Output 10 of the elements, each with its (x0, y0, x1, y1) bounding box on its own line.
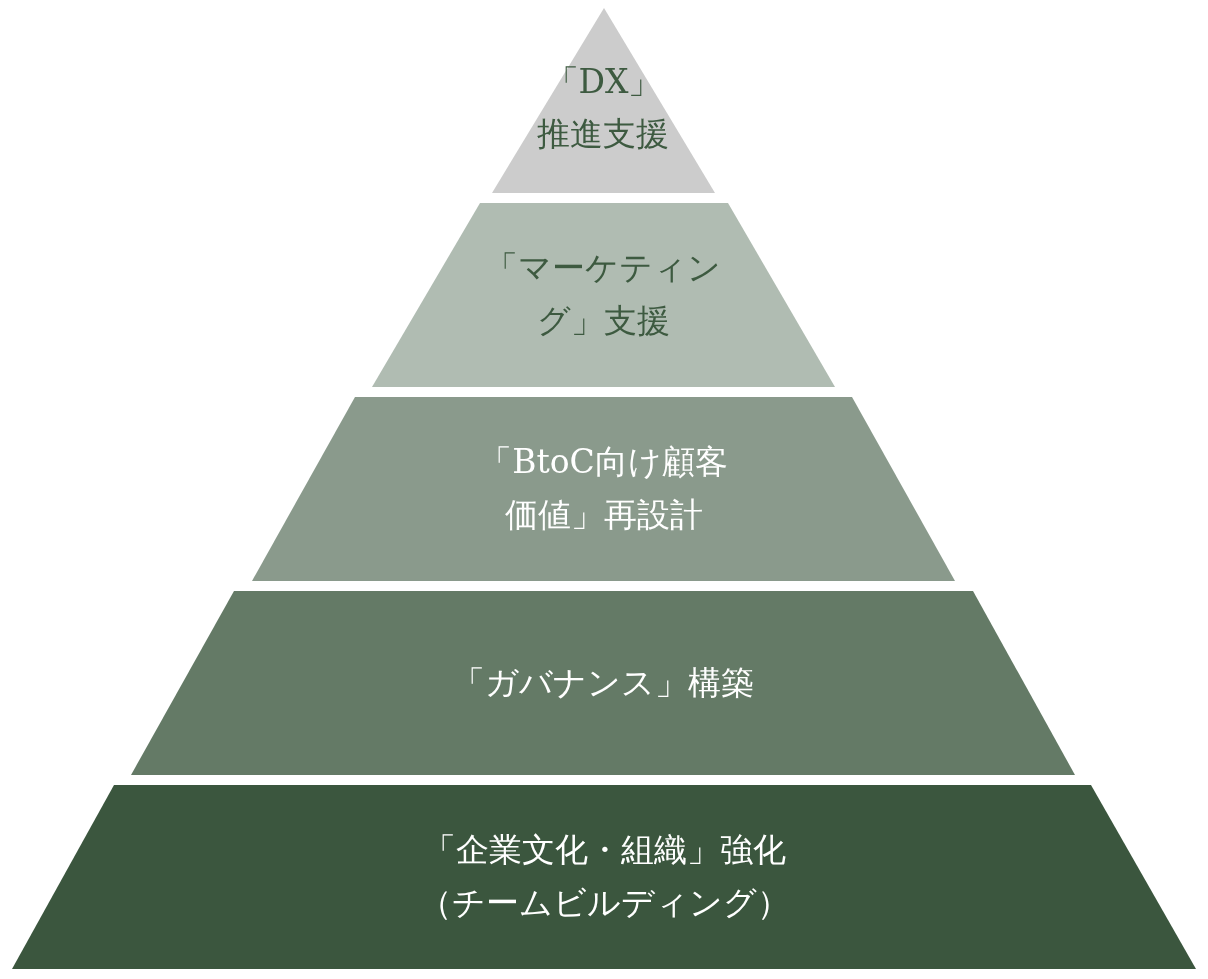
tier-label: 「マーケティング」支援 (484, 247, 723, 342)
tier-label: 「企業文化・組織」強化（チームビルディング） (417, 829, 791, 924)
pyramid-tier (252, 397, 955, 581)
pyramid-tier (131, 591, 1075, 775)
pyramid-tier (372, 203, 835, 387)
tier-label: 「ガバナンス」構築 (451, 661, 755, 704)
pyramid-tier (12, 785, 1196, 969)
pyramid-top (492, 8, 715, 193)
tier-label: 「BtoC向け顧客価値」再設計 (478, 441, 729, 536)
tier-label: 「DX」推進支援 (536, 60, 671, 156)
